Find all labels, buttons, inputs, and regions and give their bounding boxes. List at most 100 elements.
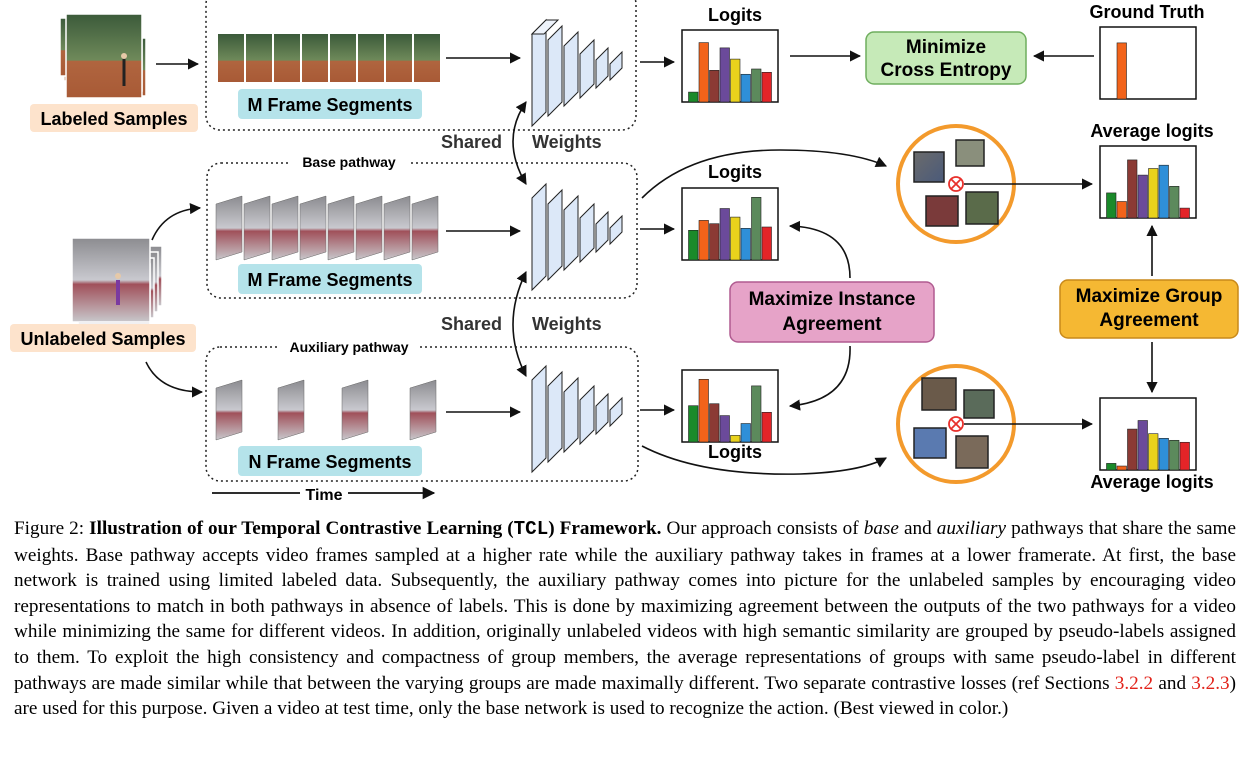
shared-label-1: Shared [441, 132, 502, 152]
logits-top-bar-2 [709, 70, 720, 103]
logits-mid-bar-6 [751, 197, 762, 261]
logits-top-chart [681, 29, 779, 103]
maximize-instance-agreement-box [729, 281, 935, 343]
max-instance-label-2: Agreement [782, 314, 882, 335]
caption-text-4: ) are used for this purpose. Given a vid… [14, 672, 1236, 720]
logits-mid-bar-2 [709, 223, 720, 261]
average-logits-bot-bar-2 [1127, 428, 1138, 471]
max-group-label-2: Agreement [1099, 310, 1199, 331]
logits-top-label: Logits [708, 5, 762, 25]
m-frame-segments-mid-bg [238, 264, 422, 294]
average-logits-bot-bar-0 [1106, 463, 1117, 471]
average-logits-bot-bar-6 [1169, 439, 1180, 471]
average-logits-top-bar-2 [1127, 159, 1138, 219]
caption-title-1: Illustration of our Temporal Contrastive… [89, 518, 514, 539]
max-instance-label-1: Maximize Instance [749, 289, 916, 310]
average-logits-top-bar-7 [1179, 207, 1190, 219]
minimize-cross-entropy-box [865, 31, 1027, 85]
logits-top-bar-6 [751, 68, 762, 103]
logits-top-bar-1 [698, 42, 709, 103]
caption-title-2: ) Framework. [548, 518, 662, 539]
average-logits-top-bar-5 [1158, 164, 1169, 219]
average-logits-top-bar-4 [1148, 168, 1159, 219]
max-group-label-1: Maximize Group [1076, 286, 1223, 307]
labeled-frames [218, 34, 440, 82]
logits-top-bar-5 [740, 73, 751, 103]
logits-top-bar-0 [688, 91, 699, 103]
logits-top-bar-3 [719, 47, 730, 103]
caption-text-and: and [898, 518, 937, 539]
logits-top-bar-4 [730, 58, 741, 103]
average-logits-bot-bar-7 [1179, 441, 1190, 471]
logits-bot-bar-0 [688, 405, 699, 443]
ground-truth-label: Ground Truth [1090, 2, 1205, 22]
average-logits-bot-bar-3 [1137, 420, 1148, 471]
ground-truth-chart [1099, 26, 1197, 100]
caption-text-3: and [1153, 672, 1192, 694]
caption-ref-2[interactable]: 3.2.3 [1191, 672, 1230, 694]
group-circle-bot [896, 364, 1016, 484]
logits-mid-chart [681, 187, 779, 261]
framework-diagram: Labeled Samples Unlabeled Samples M Fram… [10, 0, 1239, 504]
average-logits-bot-bar-5 [1158, 438, 1169, 471]
average-logits-bot-label: Average logits [1090, 472, 1213, 492]
caption-ref-1[interactable]: 3.2.2 [1114, 672, 1154, 694]
maximize-group-agreement-box [1059, 279, 1239, 339]
logits-bot-bar-3 [719, 415, 730, 443]
logits-bot-chart [681, 369, 779, 443]
logits-bot-bar-4 [730, 435, 741, 443]
caption-text-1: Our approach consists of [661, 518, 864, 539]
m-frame-segments-top-bg [238, 89, 422, 119]
shared-arrow-2 [512, 270, 527, 377]
caption-text-2: pathways that share the same weights. Ba… [14, 518, 1236, 694]
logits-mid-bar-1 [698, 220, 709, 261]
n-frame-segments-bg [238, 446, 422, 476]
shared-arrow-1 [512, 101, 527, 185]
figure-caption: Figure 2: Illustration of our Temporal C… [14, 516, 1236, 722]
average-logits-top-bar-1 [1116, 201, 1127, 219]
n-frame-segments-label: N Frame Segments [248, 452, 411, 472]
logits-mid-bar-5 [740, 228, 751, 261]
logits-bot-bar-6 [751, 385, 762, 443]
time-label: Time [305, 487, 342, 504]
network-mid [531, 182, 623, 292]
minimize-label: Minimize [906, 37, 986, 58]
ground-truth-frame [1099, 26, 1197, 100]
logits-mid-bar-3 [719, 208, 730, 261]
average-logits-bot-bar-1 [1116, 465, 1127, 471]
logits-mid-bar-7 [761, 226, 772, 261]
unlabeled-samples-stack [71, 237, 163, 325]
labeled-samples-label-bg [30, 104, 198, 132]
base-pathway-label: Base pathway [302, 154, 396, 170]
labeled-samples-label: Labeled Samples [40, 109, 187, 129]
logits-mid-bar-0 [688, 230, 699, 261]
logits-bot-bar-1 [698, 378, 709, 443]
m-frame-segments-mid-label: M Frame Segments [247, 270, 412, 290]
average-logits-top-bar-0 [1106, 192, 1117, 219]
auxiliary-pathway-label: Auxiliary pathway [289, 339, 408, 355]
average-logits-top-bar-3 [1137, 174, 1148, 219]
unlabeled-samples-label-bg [10, 324, 196, 352]
average-logits-bot-bar-4 [1148, 433, 1159, 471]
weights-label-2: Weights [532, 314, 602, 334]
caption-fig-num: Figure 2: [14, 518, 90, 539]
logits-bot-bar-7 [761, 411, 772, 443]
weights-label-1: Weights [532, 132, 602, 152]
caption-title-tcl: TCL [513, 518, 549, 540]
caption-base-italic: base [863, 518, 899, 539]
average-logits-bot-chart [1099, 397, 1197, 471]
caption-aux-italic: auxiliary [936, 518, 1007, 539]
logits-bot-bar-5 [740, 423, 751, 443]
cross-entropy-label: Cross Entropy [881, 60, 1012, 81]
logits-bot-bar-2 [709, 403, 720, 443]
ground-truth-bar-1 [1116, 42, 1127, 100]
logits-bot-label: Logits [708, 442, 762, 462]
logits-mid-bar-4 [730, 216, 741, 261]
m-frame-segments-top-label: M Frame Segments [247, 95, 412, 115]
average-logits-top-bar-6 [1169, 186, 1180, 219]
auxiliary-pathway-box [205, 346, 639, 482]
base-pathway-box [206, 162, 638, 299]
logits-top-bar-7 [761, 72, 772, 103]
auxiliary-frames [215, 379, 437, 441]
labeled-samples-stack [59, 13, 147, 99]
